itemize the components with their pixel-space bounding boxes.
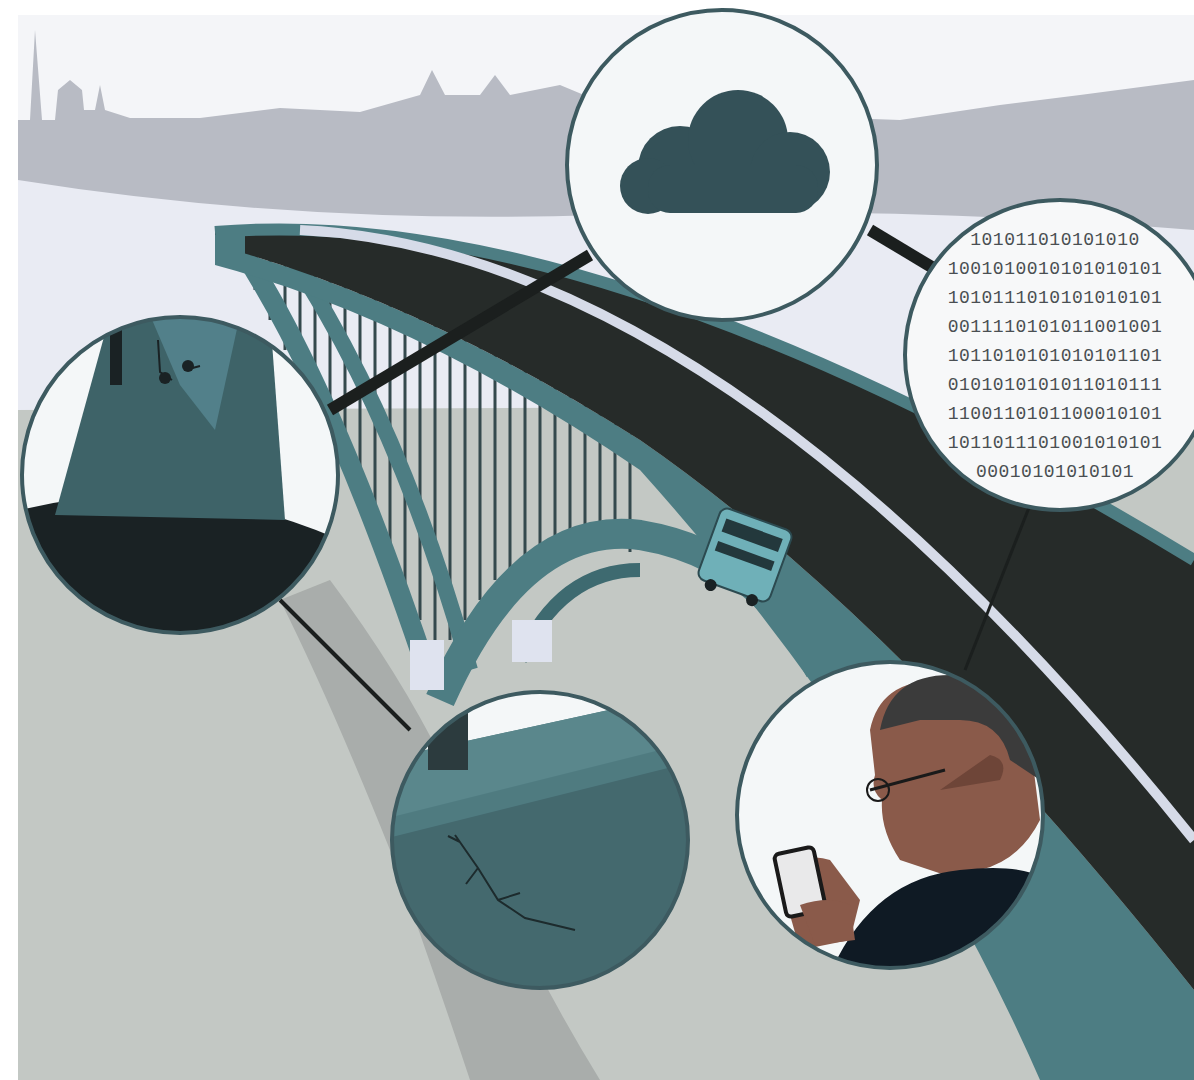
- binary-digits: 0101010101011010111: [948, 376, 1163, 394]
- deck-end: [215, 235, 245, 255]
- leader-line: [330, 255, 590, 410]
- leader-line: [280, 600, 410, 730]
- callout-border: [22, 317, 338, 633]
- binary-digits: 1010111010101010101: [948, 289, 1163, 307]
- leader-line: [965, 505, 1030, 670]
- binary-digits: 1001010010101010101: [948, 260, 1163, 278]
- binary-digits: 00010101010101: [976, 463, 1134, 481]
- road-stripe: [300, 230, 1194, 840]
- cloud-symbol: [620, 90, 830, 214]
- sensor-detail: [20, 315, 340, 650]
- bus: [694, 506, 794, 611]
- callout-circle: [567, 10, 877, 320]
- binary-digits: 1011010101010101101: [948, 347, 1163, 365]
- callout-border: [392, 692, 688, 988]
- binary-digits: 0011110101011001001: [948, 318, 1163, 336]
- callout-circle: [905, 200, 1194, 510]
- pier: [512, 620, 552, 662]
- binary-digits: 1100110101100010101: [948, 405, 1163, 423]
- binary-digits: 101011010101010: [970, 231, 1140, 249]
- binary-digits: 1011011101001010101: [948, 434, 1163, 452]
- pier: [410, 640, 444, 690]
- crack-detail: [380, 688, 700, 1000]
- callout-border: [737, 662, 1043, 968]
- leader-line: [870, 230, 940, 272]
